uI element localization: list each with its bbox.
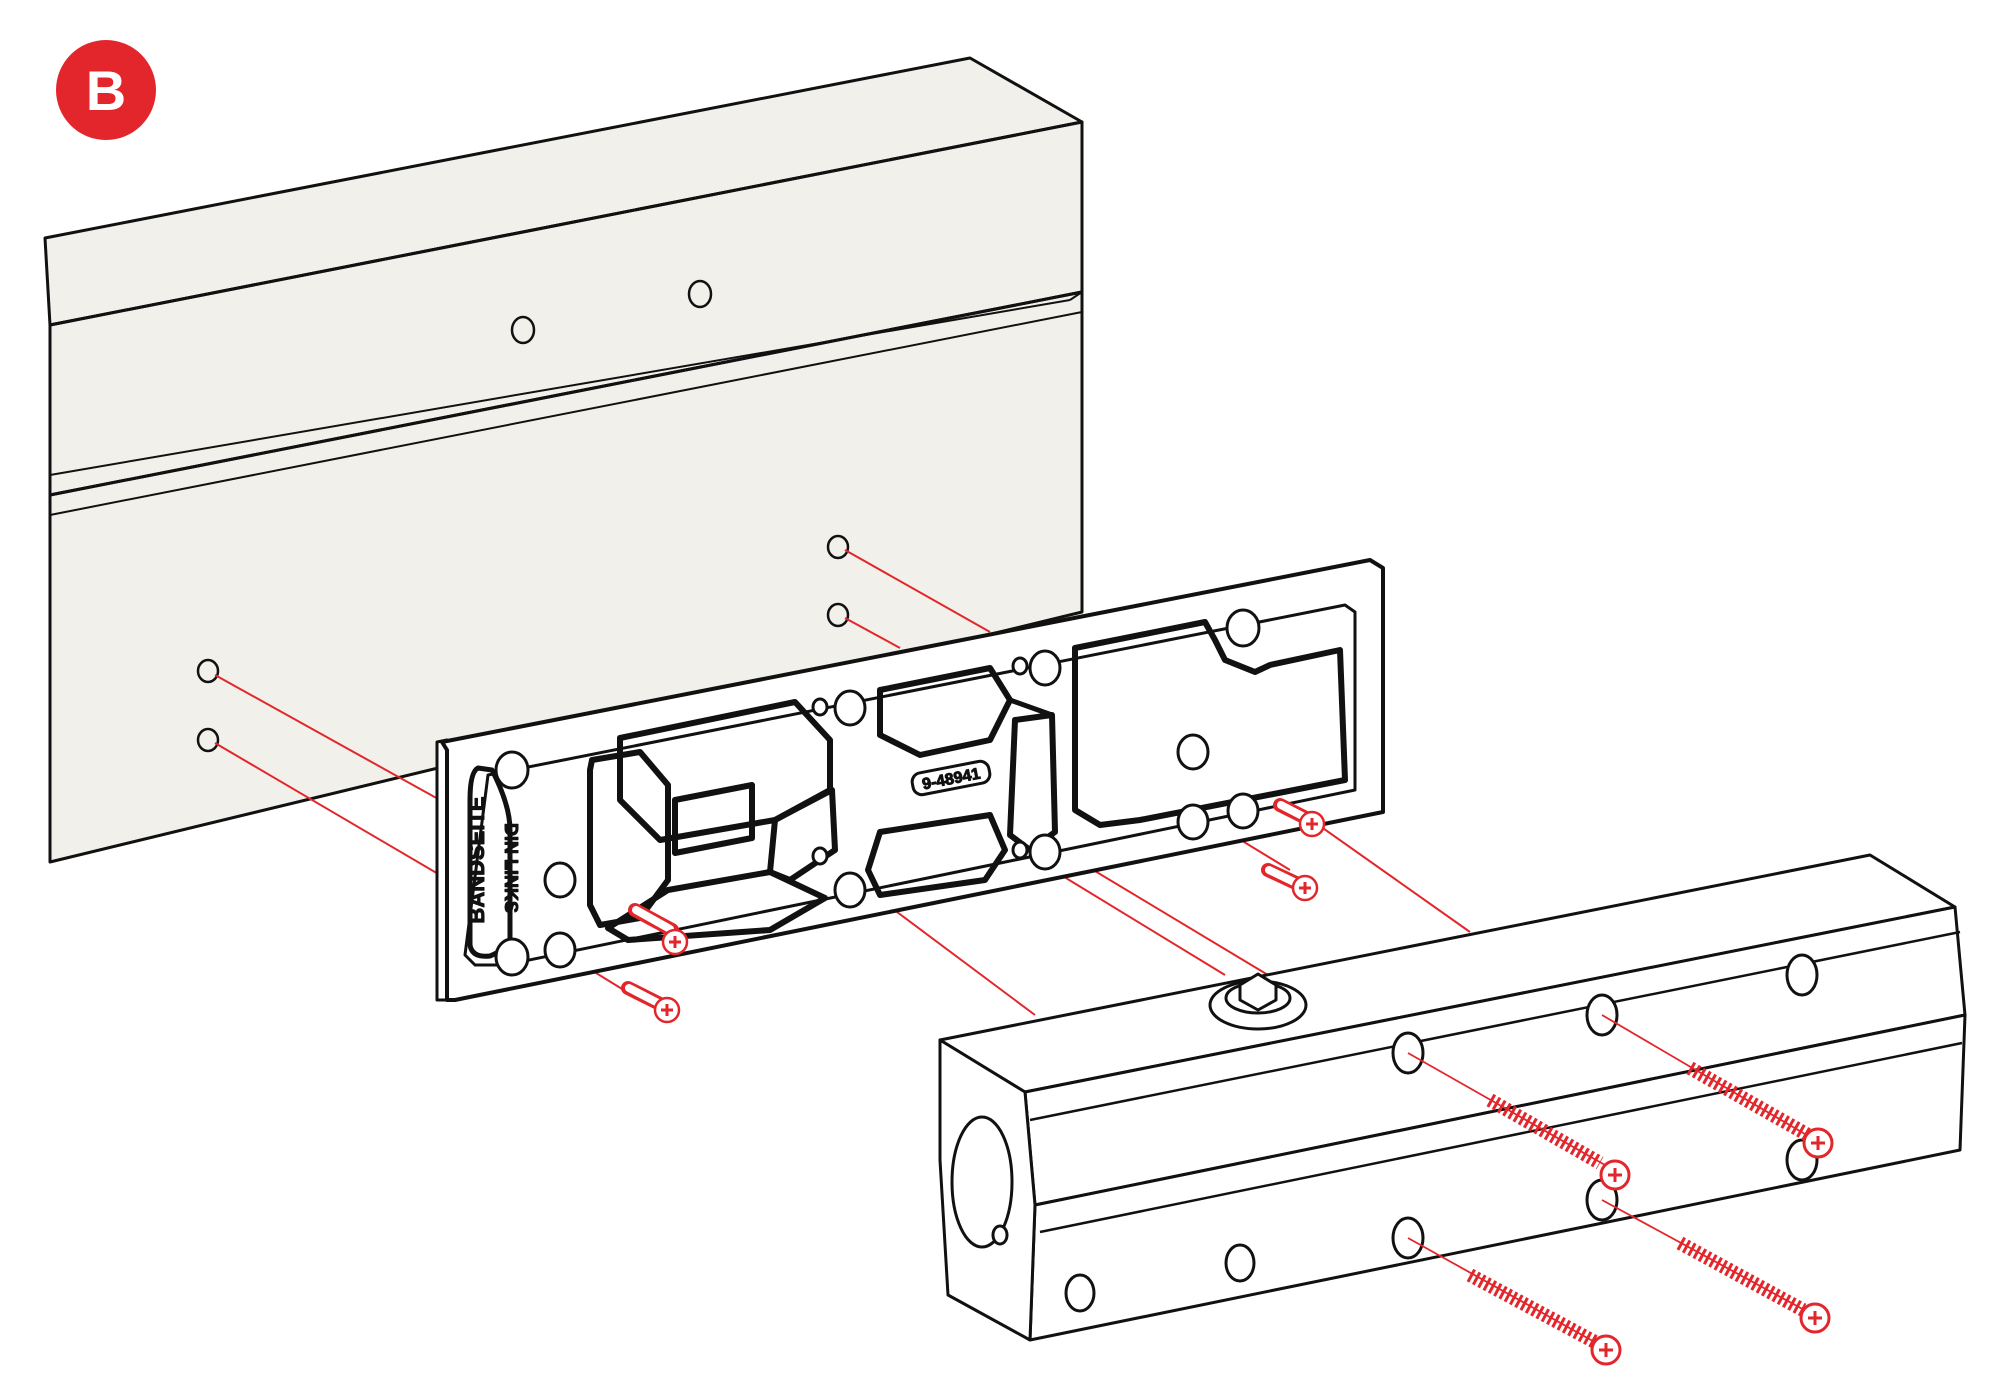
closer-spindle xyxy=(1208,972,1308,1031)
drill-hole-icon xyxy=(543,861,577,899)
drill-hole-icon xyxy=(1011,840,1029,860)
drill-hole-icon xyxy=(510,315,536,345)
drill-hole-icon xyxy=(494,937,530,977)
mounting-plate: 9-48941 BANDSEITE DIN LINKS xyxy=(435,558,1385,1002)
frame-edge-lines xyxy=(49,120,1084,612)
screw-icon xyxy=(1407,1052,1631,1191)
drill-hole-icon xyxy=(196,727,220,753)
drill-hole-icon xyxy=(687,279,713,309)
frame-lower-groove xyxy=(49,311,1083,516)
step-label: B xyxy=(85,58,127,122)
screw-icon xyxy=(1407,1237,1622,1366)
screw-icon xyxy=(628,903,689,956)
screw-icon xyxy=(1601,1014,1834,1159)
pocket-lower-center xyxy=(865,812,1008,898)
closer-end-cap xyxy=(950,1115,1014,1249)
guide-line xyxy=(214,674,441,801)
pocket-diamond xyxy=(767,787,838,883)
step-badge: B xyxy=(56,40,156,140)
part-number-tag xyxy=(910,759,992,797)
guide-line xyxy=(214,742,441,876)
frame-groove xyxy=(49,291,1083,476)
screw-icon xyxy=(1273,798,1326,838)
drill-hole-icon xyxy=(1785,953,1819,997)
drill-hole-icon xyxy=(1176,803,1210,841)
drill-hole-icon xyxy=(1028,833,1062,871)
drill-hole-icon xyxy=(1028,649,1062,687)
drill-hole-icon xyxy=(1224,1243,1256,1283)
frame-holes xyxy=(196,279,850,753)
plate-screws xyxy=(621,798,1326,1024)
closer-end-screw xyxy=(991,1224,1009,1246)
drill-hole-icon xyxy=(811,846,829,866)
plate-inner-border xyxy=(463,603,1357,967)
drill-hole-icon xyxy=(494,750,530,790)
drill-hole-icon xyxy=(811,697,829,717)
door-closer xyxy=(938,853,1967,1342)
pocket-right-upper xyxy=(1072,619,1348,828)
drill-hole-icon xyxy=(1176,733,1210,771)
drill-hole-icon xyxy=(543,931,577,969)
drill-hole-icon xyxy=(1225,608,1261,648)
drill-hole-icon xyxy=(1226,792,1260,830)
closer-screws xyxy=(1407,1014,1834,1366)
guide-line xyxy=(844,549,991,633)
drill-hole-icon xyxy=(1011,656,1029,676)
label-frame xyxy=(467,765,513,959)
drill-hole-icon xyxy=(833,871,867,909)
plate-direction-label: DIN LINKS xyxy=(501,823,521,913)
drill-hole-icon xyxy=(826,602,850,628)
screw-icon xyxy=(621,981,681,1024)
pocket-center-rect xyxy=(672,782,755,856)
pocket-bridge xyxy=(878,697,1053,758)
guide-line xyxy=(844,617,901,649)
drill-hole-icon xyxy=(1064,1273,1096,1313)
drill-hole-icon xyxy=(826,534,850,560)
screw-icon xyxy=(1601,1199,1831,1334)
plate-holes xyxy=(494,608,1261,977)
drill-hole-icon xyxy=(196,658,220,684)
plate-side-label: BANDSEITE xyxy=(464,796,489,923)
door-frame xyxy=(43,56,1084,864)
screw-icon xyxy=(1261,863,1319,902)
drill-hole-icon xyxy=(833,689,867,727)
